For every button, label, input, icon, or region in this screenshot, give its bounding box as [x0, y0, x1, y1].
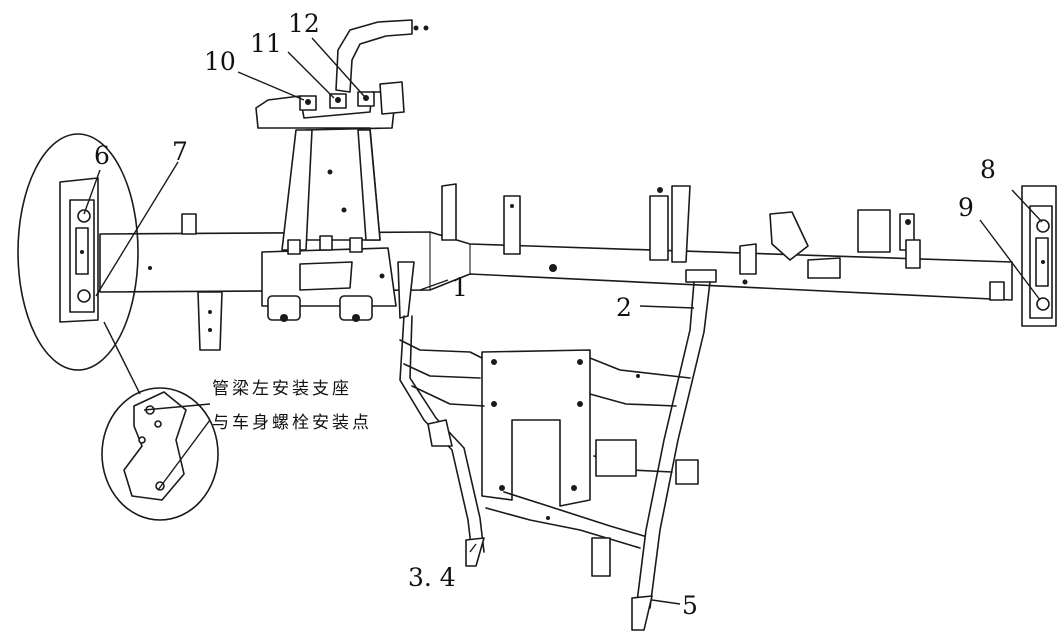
- mounting-point-annotation: 管梁左安装支座 与车身螺栓安装点: [212, 379, 372, 433]
- callout-12: 12: [288, 9, 320, 38]
- left-mount-bracket: [59, 177, 99, 323]
- callout-3-4: 3. 4: [408, 563, 456, 592]
- annotation-line-2: 与车身螺栓安装点: [212, 413, 372, 433]
- callout-6: 6: [94, 141, 110, 170]
- callout-2: 2: [616, 293, 632, 322]
- steering-column-bracket: [255, 19, 429, 251]
- leader-lines: [83, 37, 1043, 605]
- callout-7: 7: [172, 137, 188, 166]
- callout-11: 11: [250, 29, 282, 58]
- center-hub-plate: [261, 235, 397, 322]
- annotation-line-1: 管梁左安装支座: [212, 379, 352, 399]
- callout-8: 8: [980, 155, 996, 184]
- callout-10: 10: [204, 47, 236, 76]
- callout-9: 9: [958, 193, 974, 222]
- beam-tabs: [181, 183, 1005, 351]
- left-detail-circle: [17, 133, 139, 371]
- lower-center-support: [399, 339, 699, 577]
- detail-inset-circle: [101, 321, 219, 521]
- left-lower-leg: [397, 261, 485, 567]
- right-vertical-support: [631, 269, 717, 631]
- callout-1: 1: [452, 273, 468, 302]
- callout-5: 5: [682, 591, 698, 620]
- callout-labels: 1 2 3. 4 5 6 7 8 9 10 11 12: [94, 9, 996, 620]
- right-mount-bracket: [1021, 185, 1057, 327]
